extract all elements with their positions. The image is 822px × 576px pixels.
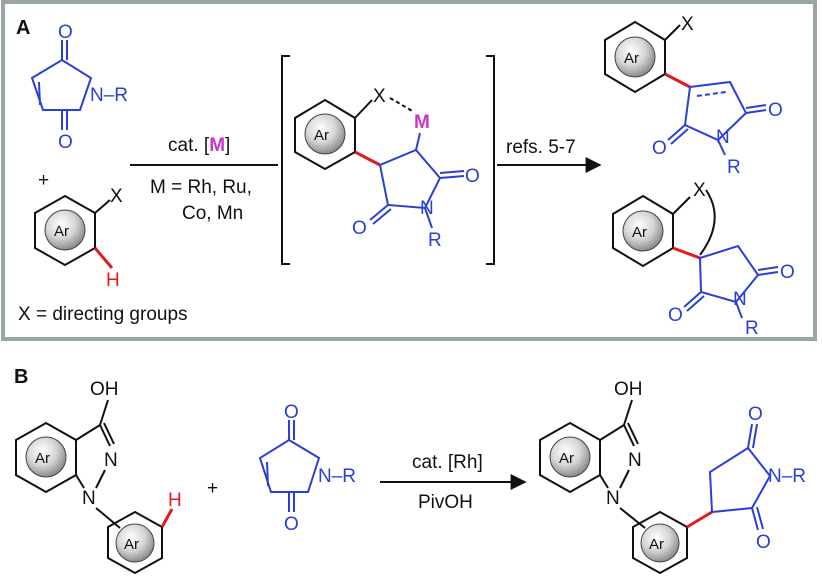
panel-a-label: A bbox=[16, 17, 30, 39]
product-b-aryl-ar: Ar bbox=[649, 536, 664, 553]
maleimide-b-n-r: N–R bbox=[318, 466, 356, 487]
arene-reactant: Ar X H bbox=[34, 186, 123, 291]
ring-ar-label: Ar bbox=[54, 223, 69, 240]
intermediate-n: N bbox=[420, 198, 434, 219]
intermediate-metal: M bbox=[414, 112, 430, 133]
plus-sign-b: + bbox=[207, 478, 218, 499]
indazolol-reactant: Ar OH N N Ar H bbox=[15, 379, 182, 575]
product-b-o-bottom: O bbox=[756, 532, 771, 553]
maleimide-o-bottom: O bbox=[58, 132, 73, 153]
product1-n: N bbox=[716, 127, 730, 148]
catalyst-prefix: cat. [M] bbox=[168, 135, 230, 156]
product-b: Ar OH N N Ar O O N–R bbox=[539, 379, 806, 575]
arrow-a2: refs. 5-7 bbox=[497, 137, 602, 173]
product1-o-left: O bbox=[652, 138, 667, 159]
indazole-n2: N bbox=[104, 450, 118, 471]
panel-b-label: B bbox=[14, 366, 28, 388]
maleimide-b-o-top: O bbox=[284, 402, 299, 423]
product2-o-left: O bbox=[668, 305, 683, 326]
arrow-b: cat. [Rh] PivOH bbox=[380, 452, 527, 513]
metal-list-line2: Co, Mn bbox=[182, 203, 243, 224]
aryl-ar-label: Ar bbox=[124, 536, 139, 553]
product2-r: R bbox=[745, 318, 759, 339]
product1-o-right: O bbox=[768, 100, 783, 121]
product-b-n-r: N–R bbox=[768, 466, 806, 487]
reactive-h: H bbox=[106, 270, 120, 291]
directing-group-note: X = directing groups bbox=[18, 304, 188, 325]
intermediate-o-right: O bbox=[465, 166, 480, 187]
intermediate-o-left: O bbox=[352, 218, 367, 239]
maleimide-n-r: N–R bbox=[90, 85, 128, 106]
product-alkylation: Ar X O O N R bbox=[612, 180, 795, 339]
product2-x: X bbox=[693, 180, 706, 201]
product-alkenylation: Ar X O O N R bbox=[604, 14, 783, 178]
product2-n: N bbox=[733, 289, 747, 310]
indazole-ar-label: Ar bbox=[35, 450, 50, 467]
product1-ar-label: Ar bbox=[624, 50, 639, 67]
metallacycle-intermediate: Ar X M O O N R bbox=[281, 55, 495, 265]
maleimide-o-top: O bbox=[58, 22, 73, 43]
indazole-n1: N bbox=[82, 488, 96, 509]
panel-a-frame bbox=[1, 0, 817, 341]
arrow-a1: cat. [M] M = Rh, Ru, Co, Mn bbox=[130, 135, 278, 224]
directing-group-x: X bbox=[110, 186, 123, 207]
product2-ar-label: Ar bbox=[632, 224, 647, 241]
panel-a: A O O N–R + Ar X H X = directing groups bbox=[1, 0, 817, 341]
plus-sign-a: + bbox=[38, 170, 49, 191]
product-b-n1: N bbox=[606, 488, 620, 509]
intermediate-x: X bbox=[373, 86, 386, 107]
product1-x: X bbox=[681, 14, 694, 35]
product-b-oh: OH bbox=[614, 379, 643, 400]
additive-pivoh: PivOH bbox=[418, 492, 473, 513]
references-label: refs. 5-7 bbox=[506, 137, 576, 158]
indazole-oh: OH bbox=[90, 379, 119, 400]
intermediate-ar-label: Ar bbox=[314, 127, 329, 144]
maleimide-reactant: O O N–R bbox=[30, 22, 128, 153]
catalyst-rh: cat. [Rh] bbox=[412, 452, 483, 473]
product-b-indazole-ar: Ar bbox=[559, 450, 574, 467]
maleimide-reactant-b: O O N–R bbox=[258, 402, 356, 535]
metal-list-line1: M = Rh, Ru, bbox=[150, 177, 252, 198]
product2-o-right: O bbox=[780, 262, 795, 283]
aryl-reactive-h: H bbox=[168, 490, 182, 511]
product1-r: R bbox=[727, 157, 741, 178]
maleimide-b-o-bottom: O bbox=[284, 514, 299, 535]
panel-b: B Ar OH N N Ar H + bbox=[14, 366, 806, 575]
product-b-o-top: O bbox=[748, 404, 763, 425]
intermediate-r: R bbox=[428, 230, 442, 251]
product-b-n2: N bbox=[628, 450, 642, 471]
